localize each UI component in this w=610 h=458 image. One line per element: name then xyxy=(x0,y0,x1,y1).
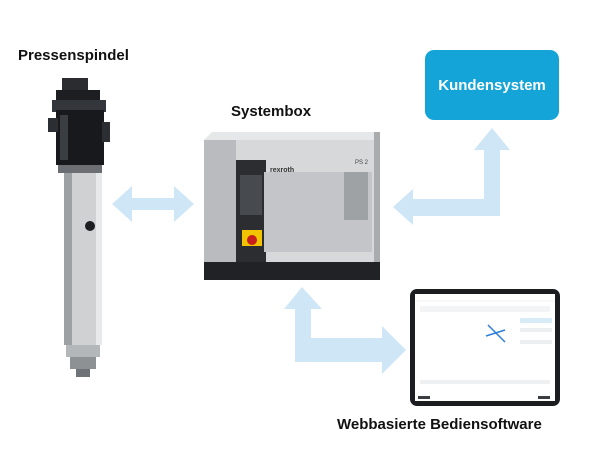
arrow-systembox-customer xyxy=(393,128,510,225)
model-label: PS 2 xyxy=(355,160,369,166)
tablet-image xyxy=(410,289,560,406)
systembox-label: Systembox xyxy=(231,103,312,120)
press-spindle-image xyxy=(48,78,110,377)
software-label: Webbasierte Bediensoftware xyxy=(337,416,542,433)
spindle-label: Pressenspindel xyxy=(18,47,129,64)
customer-system-box: Kundensystem xyxy=(425,50,559,120)
arrow-systembox-software xyxy=(284,287,406,374)
systembox-image: rexroth PS 2 xyxy=(204,132,380,280)
customer-system-label: Kundensystem xyxy=(438,76,546,94)
arrows xyxy=(112,128,510,374)
arrow-spindle-systembox xyxy=(112,186,194,222)
brand-logo: rexroth xyxy=(270,167,294,174)
